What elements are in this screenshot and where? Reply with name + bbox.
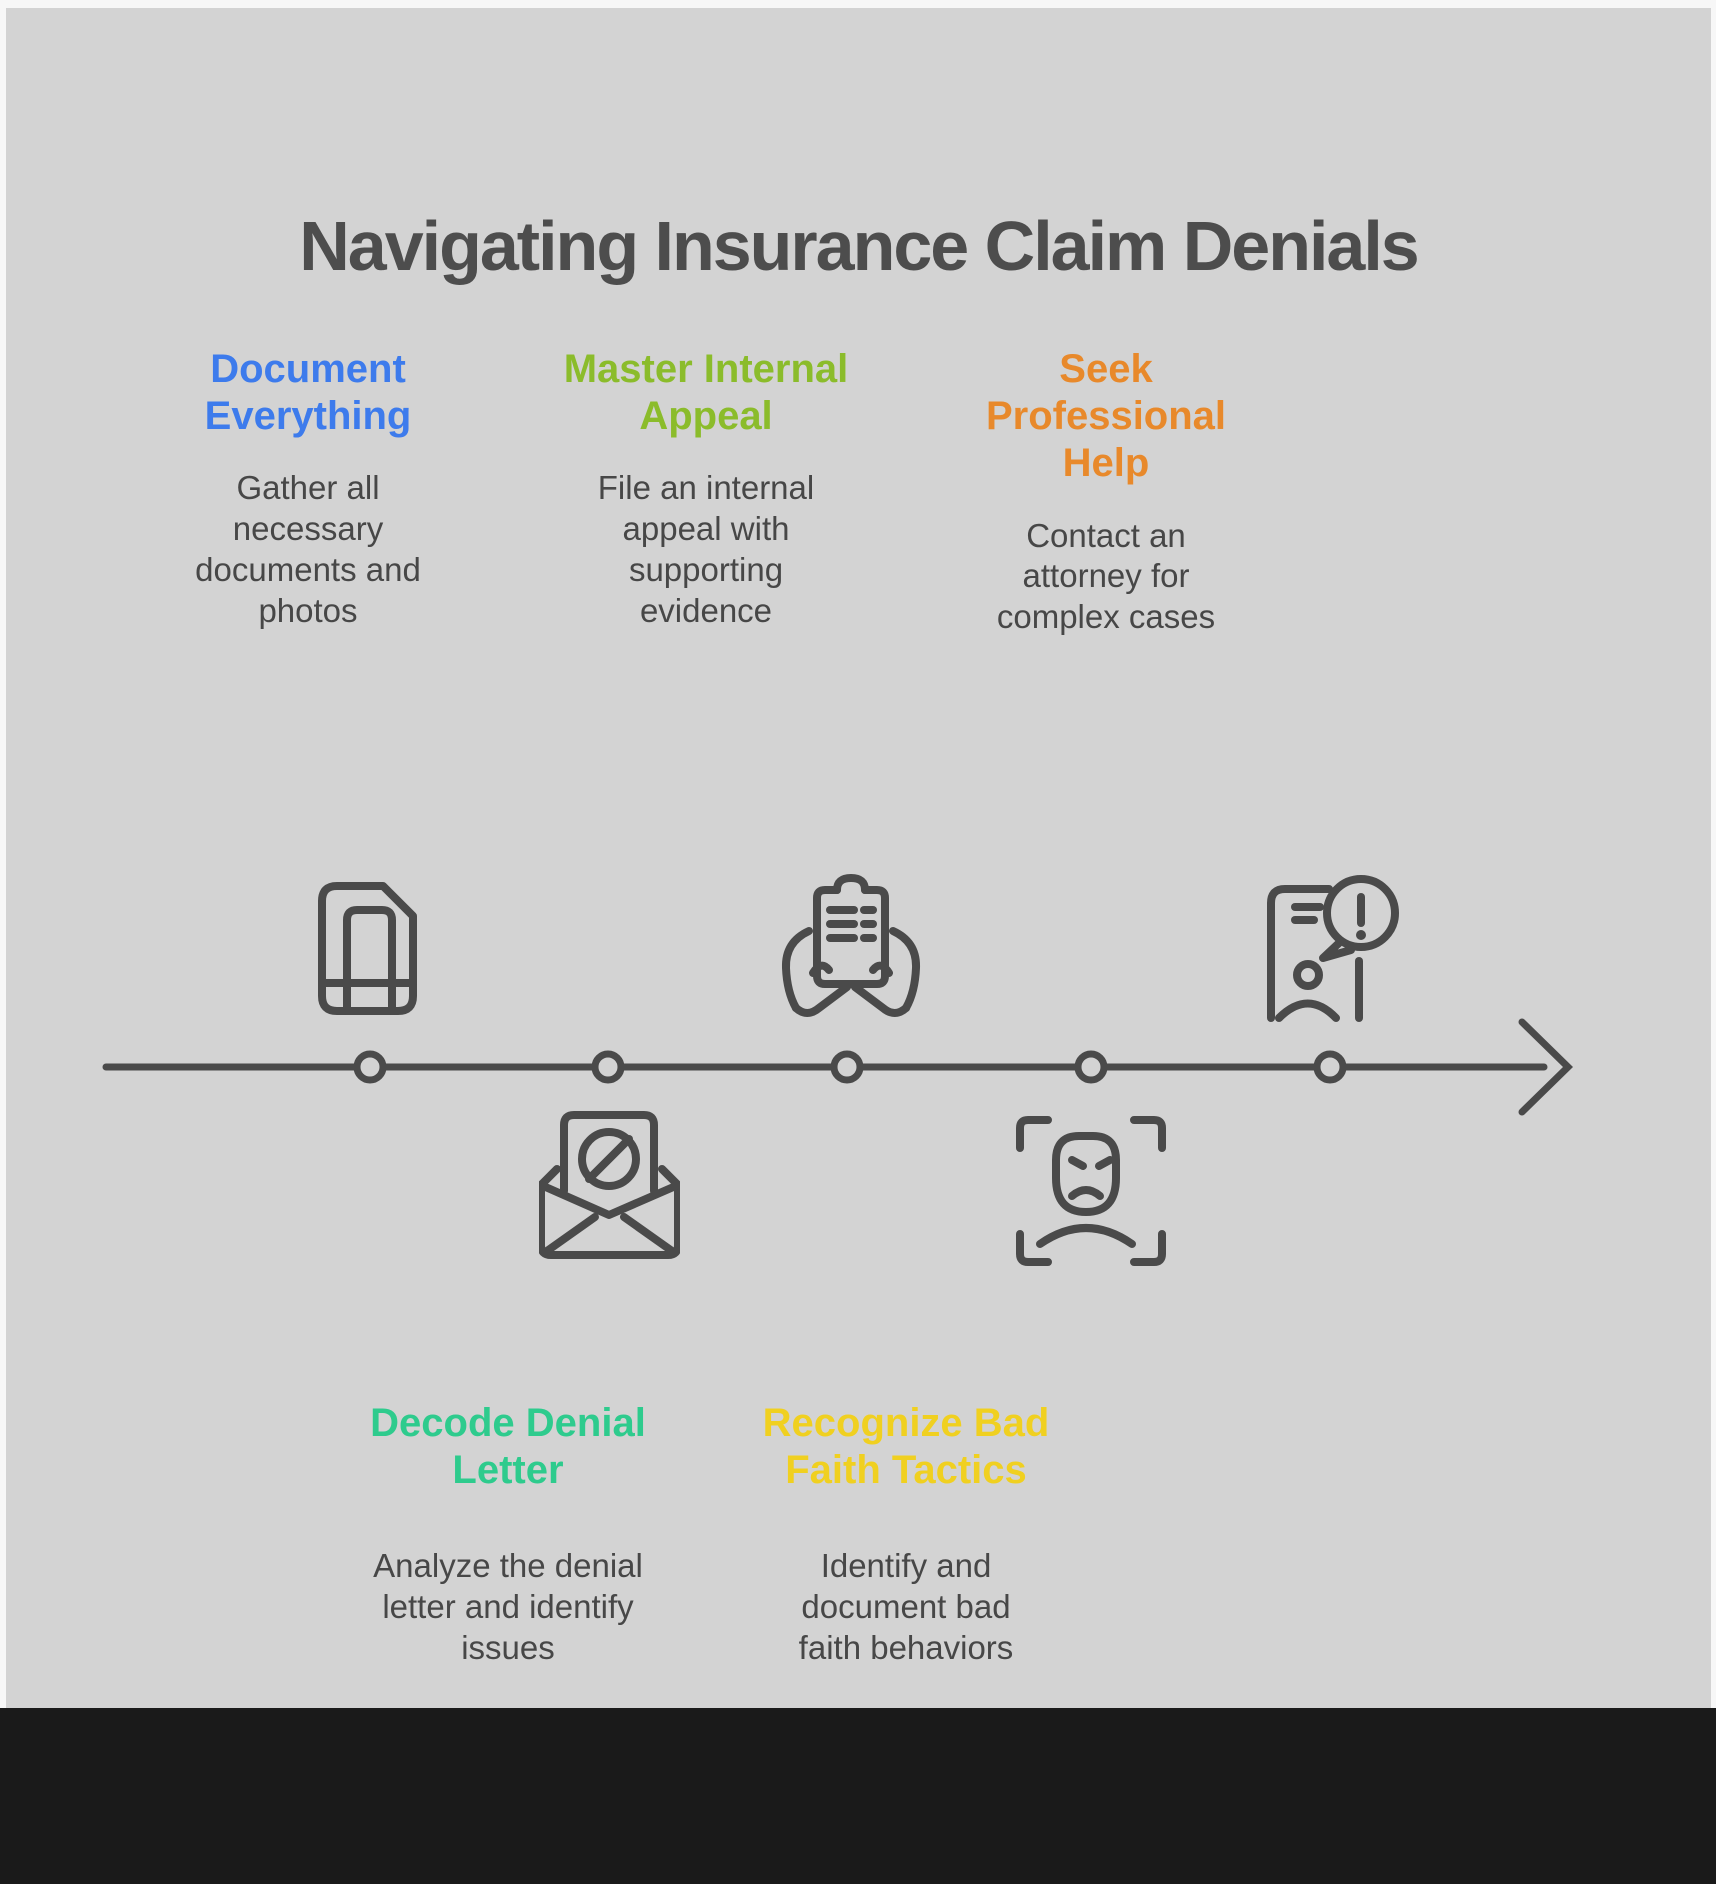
desc-line: documents and xyxy=(195,551,421,589)
title-line: Seek xyxy=(1059,347,1153,391)
step-description: File an internal appeal with supporting … xyxy=(516,468,896,632)
desc-line: Gather all xyxy=(236,469,380,507)
title-line: Master Internal xyxy=(563,347,849,391)
step-title: Document Everything xyxy=(158,346,458,440)
desc-line: faith behaviors xyxy=(798,1629,1014,1667)
timeline-node-1 xyxy=(353,1050,387,1084)
title-line: Document xyxy=(210,347,406,391)
timeline-node-4 xyxy=(1074,1050,1108,1084)
step-decode-denial-letter: Decode Denial Letter Analyze the denial … xyxy=(328,1400,688,1669)
timeline xyxy=(102,1018,1574,1116)
denied-letter-icon xyxy=(539,1111,680,1259)
step-description: Analyze the denial letter and identify i… xyxy=(328,1546,688,1669)
desc-line: Contact an xyxy=(1026,516,1186,554)
desc-line: supporting xyxy=(628,551,784,589)
attorney-help-icon xyxy=(1267,875,1399,1022)
desc-line: issues xyxy=(461,1629,555,1667)
step-description: Gather all necessary documents and photo… xyxy=(158,468,458,632)
desc-line: complex cases xyxy=(996,598,1216,636)
desc-line: document bad xyxy=(801,1588,1011,1626)
step-title: Master Internal Appeal xyxy=(516,346,896,440)
timeline-node-5 xyxy=(1313,1050,1347,1084)
desc-line: File an internal xyxy=(597,469,815,507)
desc-line: attorney for xyxy=(1022,557,1190,595)
title-line: Professional xyxy=(985,394,1227,439)
timeline-arrowhead-icon xyxy=(1518,1018,1574,1116)
step-title: Recognize Bad Faith Tactics xyxy=(726,1400,1086,1494)
title-line: Everything xyxy=(204,394,412,439)
step-title: Seek Professional Help xyxy=(946,346,1266,488)
step-description: Identify and document bad faith behavior… xyxy=(726,1546,1086,1669)
desc-line: letter and identify xyxy=(382,1588,634,1626)
desc-line: appeal with xyxy=(622,510,790,548)
title-line: Appeal xyxy=(639,394,773,439)
title-line: Recognize Bad xyxy=(762,1401,1050,1445)
infographic-canvas: Navigating Insurance Claim Denials Docum… xyxy=(6,8,1711,1708)
desc-line: Identify and xyxy=(820,1547,992,1585)
title-line: Faith Tactics xyxy=(785,1448,1027,1493)
step-title: Decode Denial Letter xyxy=(328,1400,688,1494)
title-line: Letter xyxy=(452,1448,564,1493)
step-document-everything: Document Everything Gather all necessary… xyxy=(158,346,458,632)
desc-line: Analyze the denial xyxy=(373,1547,643,1585)
step-recognize-bad-faith-tactics: Recognize Bad Faith Tactics Identify and… xyxy=(726,1400,1086,1669)
title-line: Help xyxy=(1062,441,1150,486)
bad-faith-face-icon xyxy=(1016,1116,1166,1266)
appeal-clipboard-icon xyxy=(781,874,921,1017)
title-line: Decode Denial xyxy=(370,1401,646,1445)
desc-line: evidence xyxy=(639,592,773,630)
timeline-node-2 xyxy=(591,1050,625,1084)
step-description: Contact an attorney for complex cases xyxy=(946,516,1266,639)
desc-line: photos xyxy=(258,592,358,630)
footer-bar xyxy=(0,1708,1716,1884)
step-master-internal-appeal: Master Internal Appeal File an internal … xyxy=(516,346,896,632)
document-icon xyxy=(318,882,417,1015)
desc-line: necessary xyxy=(232,510,384,548)
step-seek-professional-help: Seek Professional Help Contact an attorn… xyxy=(946,346,1266,638)
timeline-node-3 xyxy=(830,1050,864,1084)
page-title: Navigating Insurance Claim Denials xyxy=(299,207,1419,285)
